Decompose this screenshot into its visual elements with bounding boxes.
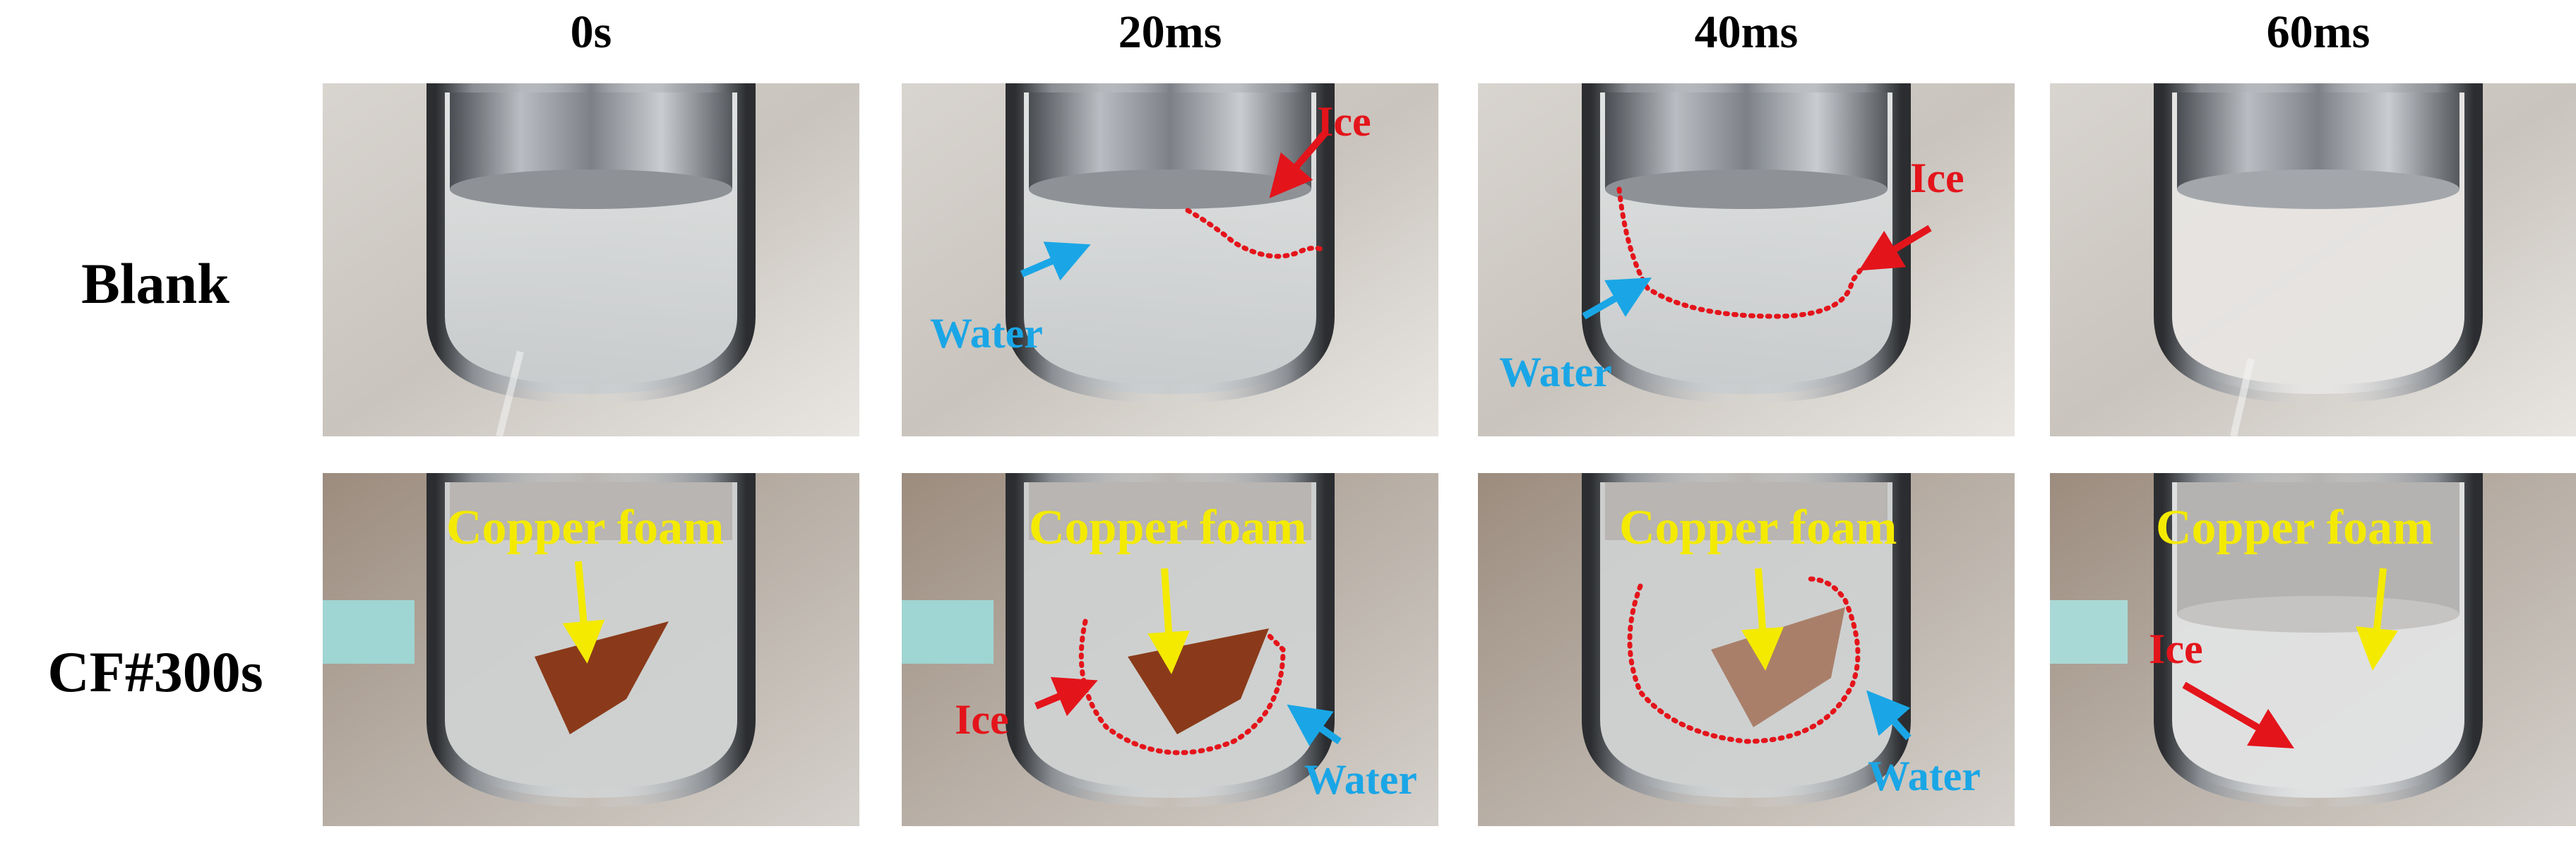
column-title-20ms: 20ms — [1118, 6, 1222, 58]
test-tube-photo — [1478, 83, 2015, 436]
arrow-icon — [1582, 277, 1652, 320]
test-tube-photo — [902, 83, 1438, 436]
column-title-60ms: 60ms — [2266, 6, 2371, 58]
copper-foam-label: Copper foam — [1619, 501, 1897, 555]
copper-foam-label: Copper foam — [1029, 501, 1307, 555]
column-title-0s: 0s — [570, 6, 612, 58]
arrow-icon — [2356, 568, 2398, 671]
photo-cf300s-0s: Copper foam — [323, 473, 859, 826]
arrow-icon — [2182, 681, 2294, 748]
test-tube-photo — [2050, 473, 2576, 826]
test-tube-photo — [323, 83, 859, 436]
ice-label: Ice — [1317, 98, 1371, 145]
arrow-icon — [1287, 704, 1342, 746]
ice-label: Ice — [1910, 155, 1964, 201]
water-label: Water — [1499, 349, 1612, 395]
row-label-blank: Blank — [81, 251, 229, 316]
copper-foam-label: Copper foam — [2156, 501, 2434, 555]
arrow-icon — [1741, 568, 1784, 671]
arrow-icon — [1269, 130, 1328, 198]
test-tube-photo — [902, 473, 1438, 826]
photo-blank-60ms — [2050, 83, 2576, 436]
test-tube-photo — [323, 473, 859, 826]
test-tube-photo — [2050, 83, 2576, 436]
row-label-cf300s: CF#300s — [47, 640, 263, 704]
photo-cf300s-60ms: Copper foam Ice — [2050, 473, 2576, 826]
arrow-icon — [1859, 225, 1932, 271]
water-label: Water — [1304, 756, 1417, 803]
photo-cf300s-40ms: Copper foam Water — [1478, 473, 2015, 826]
ice-label: Ice — [955, 696, 1009, 743]
test-tube-photo — [1478, 473, 2015, 826]
arrow-icon — [1866, 690, 1912, 741]
photo-blank-20ms: Ice Water — [902, 83, 1438, 436]
water-label: Water — [930, 310, 1043, 357]
photo-blank-0s — [323, 83, 859, 436]
arrow-icon — [1034, 676, 1098, 717]
photo-blank-40ms: Ice Water — [1478, 83, 2015, 436]
copper-foam-label: Copper foam — [446, 501, 724, 555]
ice-label: Ice — [2149, 626, 2203, 672]
ice-boundary-dotted-line — [1616, 186, 1866, 319]
arrow-icon — [1147, 568, 1190, 674]
column-title-40ms: 40ms — [1694, 6, 1799, 58]
water-label: Water — [1868, 753, 1981, 799]
photo-cf300s-20ms: Copper foam Ice Water — [902, 473, 1438, 826]
ice-boundary-dotted-line — [1185, 208, 1325, 259]
ice-boundary-dotted-line — [1627, 576, 1861, 744]
arrow-icon — [562, 561, 605, 664]
arrow-icon — [1020, 241, 1091, 281]
